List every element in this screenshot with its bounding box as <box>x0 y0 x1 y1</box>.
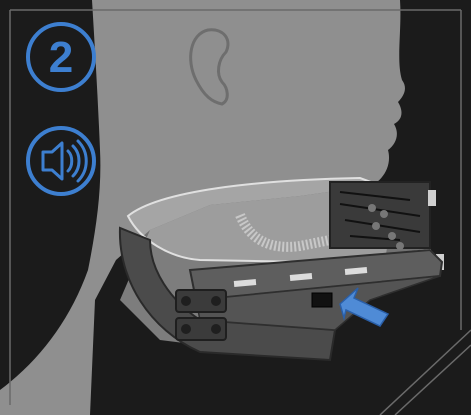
collar-button <box>312 293 332 307</box>
step-badge: 2 <box>28 24 94 90</box>
step-number: 2 <box>49 33 73 82</box>
audio-button[interactable] <box>28 128 94 194</box>
top-post <box>428 190 436 206</box>
